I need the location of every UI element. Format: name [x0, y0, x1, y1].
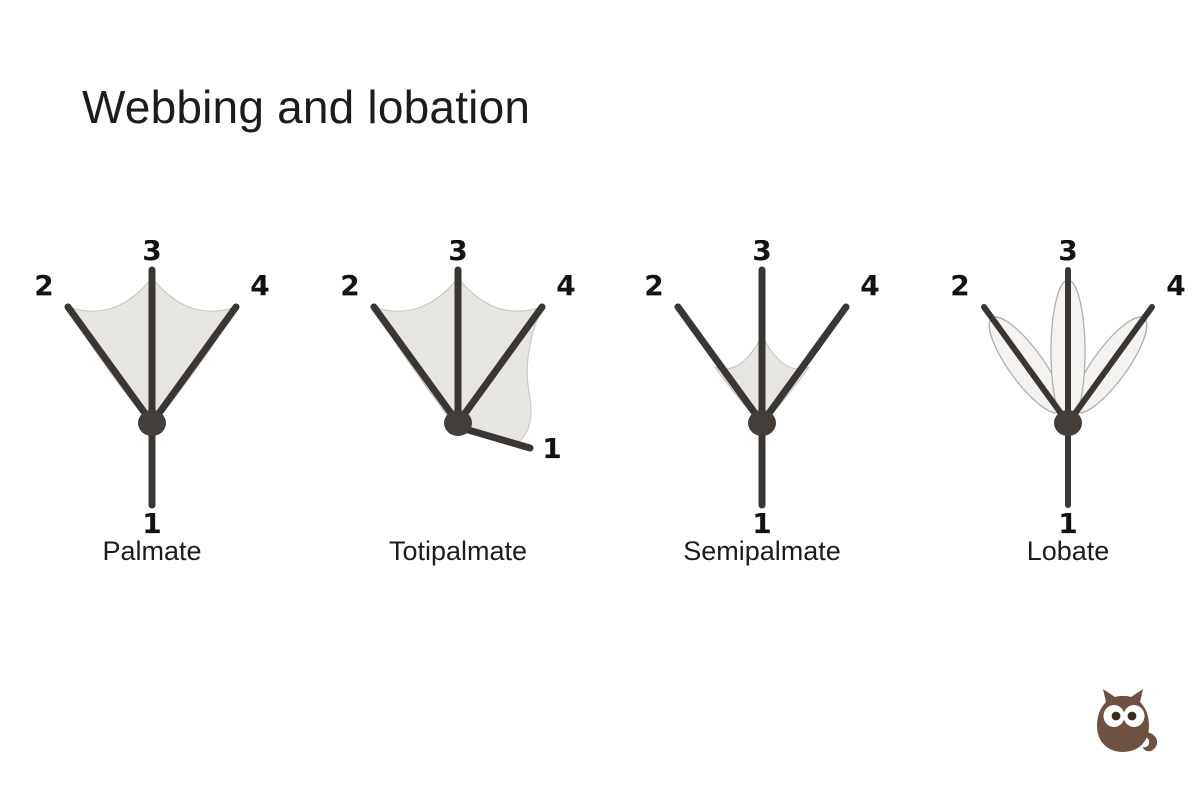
digit-label-3: 3: [448, 240, 467, 267]
page-title: Webbing and lobation: [82, 81, 531, 133]
digit-label-1: 1: [142, 507, 161, 540]
toe-4-semipalmate: [758, 303, 850, 427]
toe-4-lobate: [1065, 304, 1155, 426]
digit-label-1: 1: [1058, 507, 1077, 540]
digit-label-4: 4: [250, 269, 269, 302]
digit-label-2: 2: [644, 269, 663, 302]
digit-label-2: 2: [34, 269, 53, 302]
owl-pupil-right-icon: [1127, 711, 1137, 721]
toe-2-semipalmate: [674, 303, 766, 427]
toe-2-palmate: [64, 303, 156, 427]
digit-label-4: 4: [556, 269, 575, 302]
caption-totipalmate: Totipalmate: [388, 536, 528, 566]
digit-label-3: 3: [1058, 240, 1077, 267]
joint-node-totipalmate: [444, 410, 472, 436]
digit-label-3: 3: [142, 240, 161, 267]
digit-label-2: 2: [340, 269, 359, 302]
foot-figure-totipalmate: 3 2 4 1 Totipalmate: [308, 240, 608, 600]
totipalmate-diagram: 3 2 4 1: [340, 240, 575, 465]
joint-node-semipalmate: [748, 410, 776, 436]
digit-label-4: 4: [860, 269, 879, 302]
caption-semipalmate: Semipalmate: [683, 536, 841, 566]
foot-figure-palmate: 3 2 4 1 Palmate: [2, 240, 302, 600]
owl-pupil-left-icon: [1111, 711, 1121, 721]
joint-node-lobate: [1054, 410, 1082, 436]
toe-1-totipalmate: [454, 423, 534, 452]
digit-label-3: 3: [752, 240, 771, 267]
toe-2-totipalmate: [370, 303, 462, 427]
caption-palmate: Palmate: [102, 536, 202, 566]
toe-4-totipalmate: [454, 303, 546, 427]
toe-4-palmate: [148, 303, 240, 427]
joint-node-palmate: [138, 410, 166, 436]
caption-lobate: Lobate: [1026, 536, 1110, 566]
owl-tail-icon: [1142, 732, 1158, 752]
foot-figure-semipalmate: 3 2 4 1 Semipalmate: [612, 240, 912, 600]
lobate-diagram: 3 2 4 1: [950, 240, 1185, 540]
semipalmate-diagram: 3 2 4 1: [644, 240, 879, 540]
foot-figure-lobate: 3 2 4 1 Lobate: [918, 240, 1200, 600]
toe-2-lobate: [981, 304, 1071, 426]
digit-label-1: 1: [542, 432, 561, 465]
digit-label-2: 2: [950, 269, 969, 302]
owl-logo: [1097, 689, 1158, 752]
digit-label-1: 1: [752, 507, 771, 540]
digit-label-4: 4: [1166, 269, 1185, 302]
figure-row: 3 2 4 1 Palmate: [0, 240, 1200, 600]
palmate-diagram: 3 2 4 1: [34, 240, 269, 540]
